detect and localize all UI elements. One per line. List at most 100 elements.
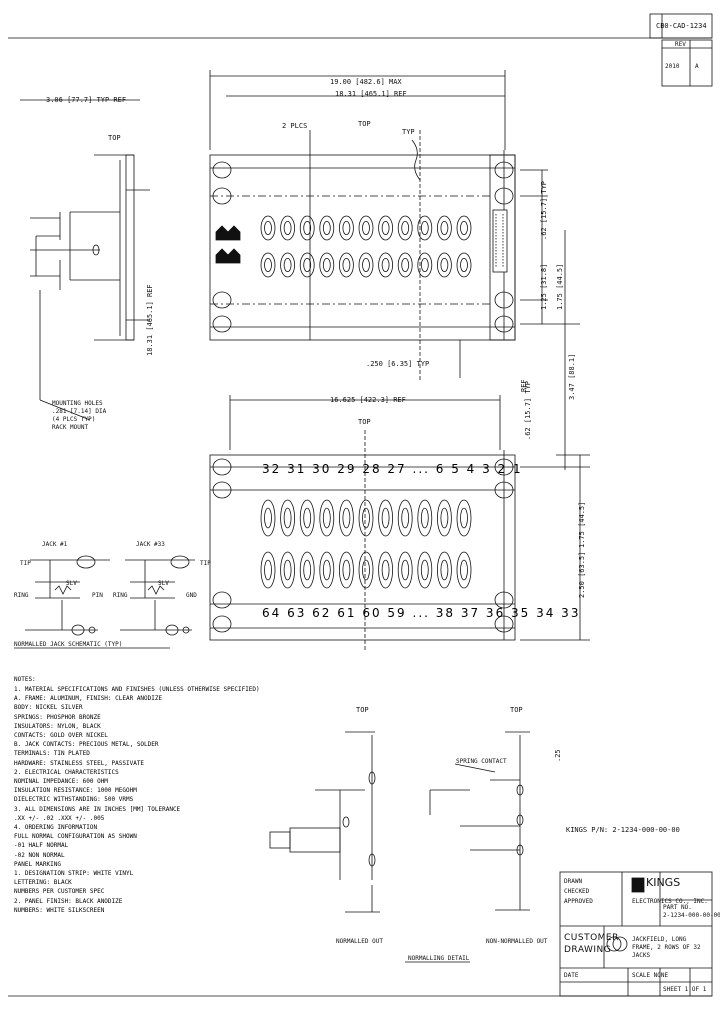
schematic-pin: PIN bbox=[92, 592, 103, 599]
note-line: FULL NORMAL CONFIGURATION AS SHOWN bbox=[14, 833, 137, 841]
jack-bore bbox=[381, 257, 390, 272]
dim-side-depth: 3.06 [77.7] TYP REF bbox=[46, 96, 127, 104]
jack-bore bbox=[440, 507, 449, 529]
detail-right-label: TOP bbox=[510, 706, 523, 714]
jack-bore bbox=[362, 257, 370, 272]
rev-value: A bbox=[695, 63, 699, 70]
jack-outline bbox=[319, 215, 335, 241]
jack-outline bbox=[260, 252, 276, 278]
schematic-title: NORMALLED JACK SCHEMATIC (TYP) bbox=[14, 641, 123, 648]
part-number-label: PART NO. bbox=[663, 904, 692, 911]
note-line: HARDWARE: STAINLESS STEEL, PASSIVATE bbox=[14, 759, 145, 767]
jack-outline bbox=[299, 551, 315, 589]
front-jack-array bbox=[260, 215, 472, 278]
jack-outline bbox=[397, 215, 413, 241]
schematic-jack-b: JACK #33 bbox=[136, 541, 165, 548]
schematic-tip-a: TIP bbox=[20, 560, 31, 567]
jack-outline bbox=[417, 499, 433, 537]
side-view-label: TOP bbox=[108, 134, 121, 142]
dim-right-c: 1.75 [44.5] bbox=[556, 263, 564, 310]
schematic-ring-a: RING bbox=[14, 592, 29, 599]
note-line: A. FRAME: ALUMINUM, FINISH: CLEAR ANODIZ… bbox=[14, 695, 163, 703]
dim-right-b: 1.25 [31.8] bbox=[540, 263, 548, 310]
front-view-label: TOP bbox=[358, 120, 371, 128]
dim-overall-max: 19.00 [482.6] MAX bbox=[330, 78, 402, 86]
rear-jack-numbers-bottom: 64 63 62 61 60 59 ... 38 37 36 35 34 33 bbox=[262, 606, 581, 620]
dim-overall-ref: 18.31 [465.1] REF bbox=[335, 90, 407, 98]
company-sub: ELECTRONICS CO., INC. bbox=[632, 898, 708, 905]
jack-outline bbox=[319, 551, 335, 589]
jack-bore bbox=[283, 257, 292, 272]
jack-outline bbox=[260, 499, 276, 537]
jack-bore bbox=[381, 220, 390, 235]
note-line: NOMINAL IMPEDANCE: 600 OHM bbox=[14, 778, 108, 785]
company-name: KINGS bbox=[646, 876, 681, 889]
detail-left-label: TOP bbox=[356, 706, 369, 714]
jack-outline bbox=[456, 551, 472, 589]
dim-hole-spacing: 2 PLCS bbox=[282, 122, 308, 130]
note-line: .XX +/- .02 .XXX +/- .005 bbox=[14, 814, 105, 822]
jack-bore bbox=[381, 559, 390, 581]
note-line: -02 NON NORMAL bbox=[14, 851, 65, 859]
jack-bore bbox=[420, 507, 429, 529]
notes-heading: NOTES: bbox=[14, 676, 36, 683]
jack-outline bbox=[378, 252, 394, 278]
jack-bore bbox=[283, 220, 292, 235]
jack-outline bbox=[378, 215, 394, 241]
jack-outline bbox=[456, 252, 472, 278]
jack-bore bbox=[322, 220, 331, 235]
jack-bore bbox=[362, 220, 370, 235]
note-line: 2. ELECTRICAL CHARACTERISTICS bbox=[14, 768, 119, 776]
drawn-by: DRAWN bbox=[564, 878, 583, 885]
detail-spring: SPRING CONTACT bbox=[456, 758, 507, 765]
jack-outline bbox=[299, 499, 315, 537]
jack-outline bbox=[378, 499, 394, 537]
front-view bbox=[209, 70, 516, 380]
note-line: 4. ORDERING INFORMATION bbox=[14, 824, 98, 831]
jack-outline bbox=[299, 215, 315, 241]
jack-bore bbox=[342, 220, 351, 235]
rear-view-label: TOP bbox=[358, 418, 371, 426]
jack-schematic bbox=[14, 555, 195, 649]
part-caption: KINGS P/N: 2-1234-000-00-00 bbox=[566, 826, 680, 834]
rev-date: DATE bbox=[564, 972, 579, 979]
jack-outline bbox=[456, 499, 472, 537]
drawing-title: JACKFIELD, LONG FRAME, 2 ROWS OF 32 JACK… bbox=[632, 936, 701, 959]
jack-bore bbox=[264, 507, 272, 529]
jack-outline bbox=[299, 252, 315, 278]
rear-jack-numbers-top: 32 31 30 29 28 27 ... 6 5 4 3 2 1 bbox=[262, 462, 523, 476]
jack-bore bbox=[420, 257, 429, 272]
doc-number-top: CB0-CAD-1234 bbox=[656, 22, 707, 30]
note-line: SPRINGS: PHOSPHOR BRONZE bbox=[14, 713, 101, 721]
dim-front: .250 [6.35] TYP bbox=[366, 360, 430, 368]
jack-bore bbox=[264, 257, 272, 272]
jack-outline bbox=[280, 551, 296, 589]
note-line: LETTERING: BLACK bbox=[14, 879, 72, 887]
note-line: DIELECTRIC WITHSTANDING: 500 VRMS bbox=[14, 796, 134, 804]
jack-bore bbox=[303, 559, 312, 581]
jack-bore bbox=[401, 507, 410, 529]
jack-bore bbox=[401, 559, 410, 581]
jack-bore bbox=[460, 257, 468, 272]
note-line: 3. ALL DIMENSIONS ARE IN INCHES [MM] TOL… bbox=[14, 805, 181, 813]
jack-bore bbox=[362, 507, 370, 529]
rear-view bbox=[209, 395, 590, 650]
normalling-detail bbox=[269, 731, 530, 963]
revision-block bbox=[649, 13, 713, 87]
note-line: B. JACK CONTACTS: PRECIOUS METAL, SOLDER bbox=[14, 741, 159, 749]
jack-outline bbox=[436, 551, 452, 589]
jack-outline bbox=[280, 499, 296, 537]
jack-bore bbox=[342, 507, 351, 529]
schematic-jack-a: JACK #1 bbox=[42, 541, 68, 548]
jack-bore bbox=[420, 559, 429, 581]
note-line: 1. MATERIAL SPECIFICATIONS AND FINISHES … bbox=[14, 686, 260, 693]
jack-outline bbox=[338, 215, 354, 241]
note-line: 2. PANEL FINISH: BLACK ANODIZE bbox=[14, 897, 123, 905]
note-line: NUMBERS PER CUSTOMER SPEC bbox=[14, 888, 105, 896]
jack-outline bbox=[319, 252, 335, 278]
schematic-ring-b: RING bbox=[113, 592, 128, 599]
jack-outline bbox=[280, 215, 296, 241]
approved-by: APPROVED bbox=[564, 898, 593, 905]
dim-jack-pitch: 16.625 [422.3] REF bbox=[330, 396, 406, 404]
